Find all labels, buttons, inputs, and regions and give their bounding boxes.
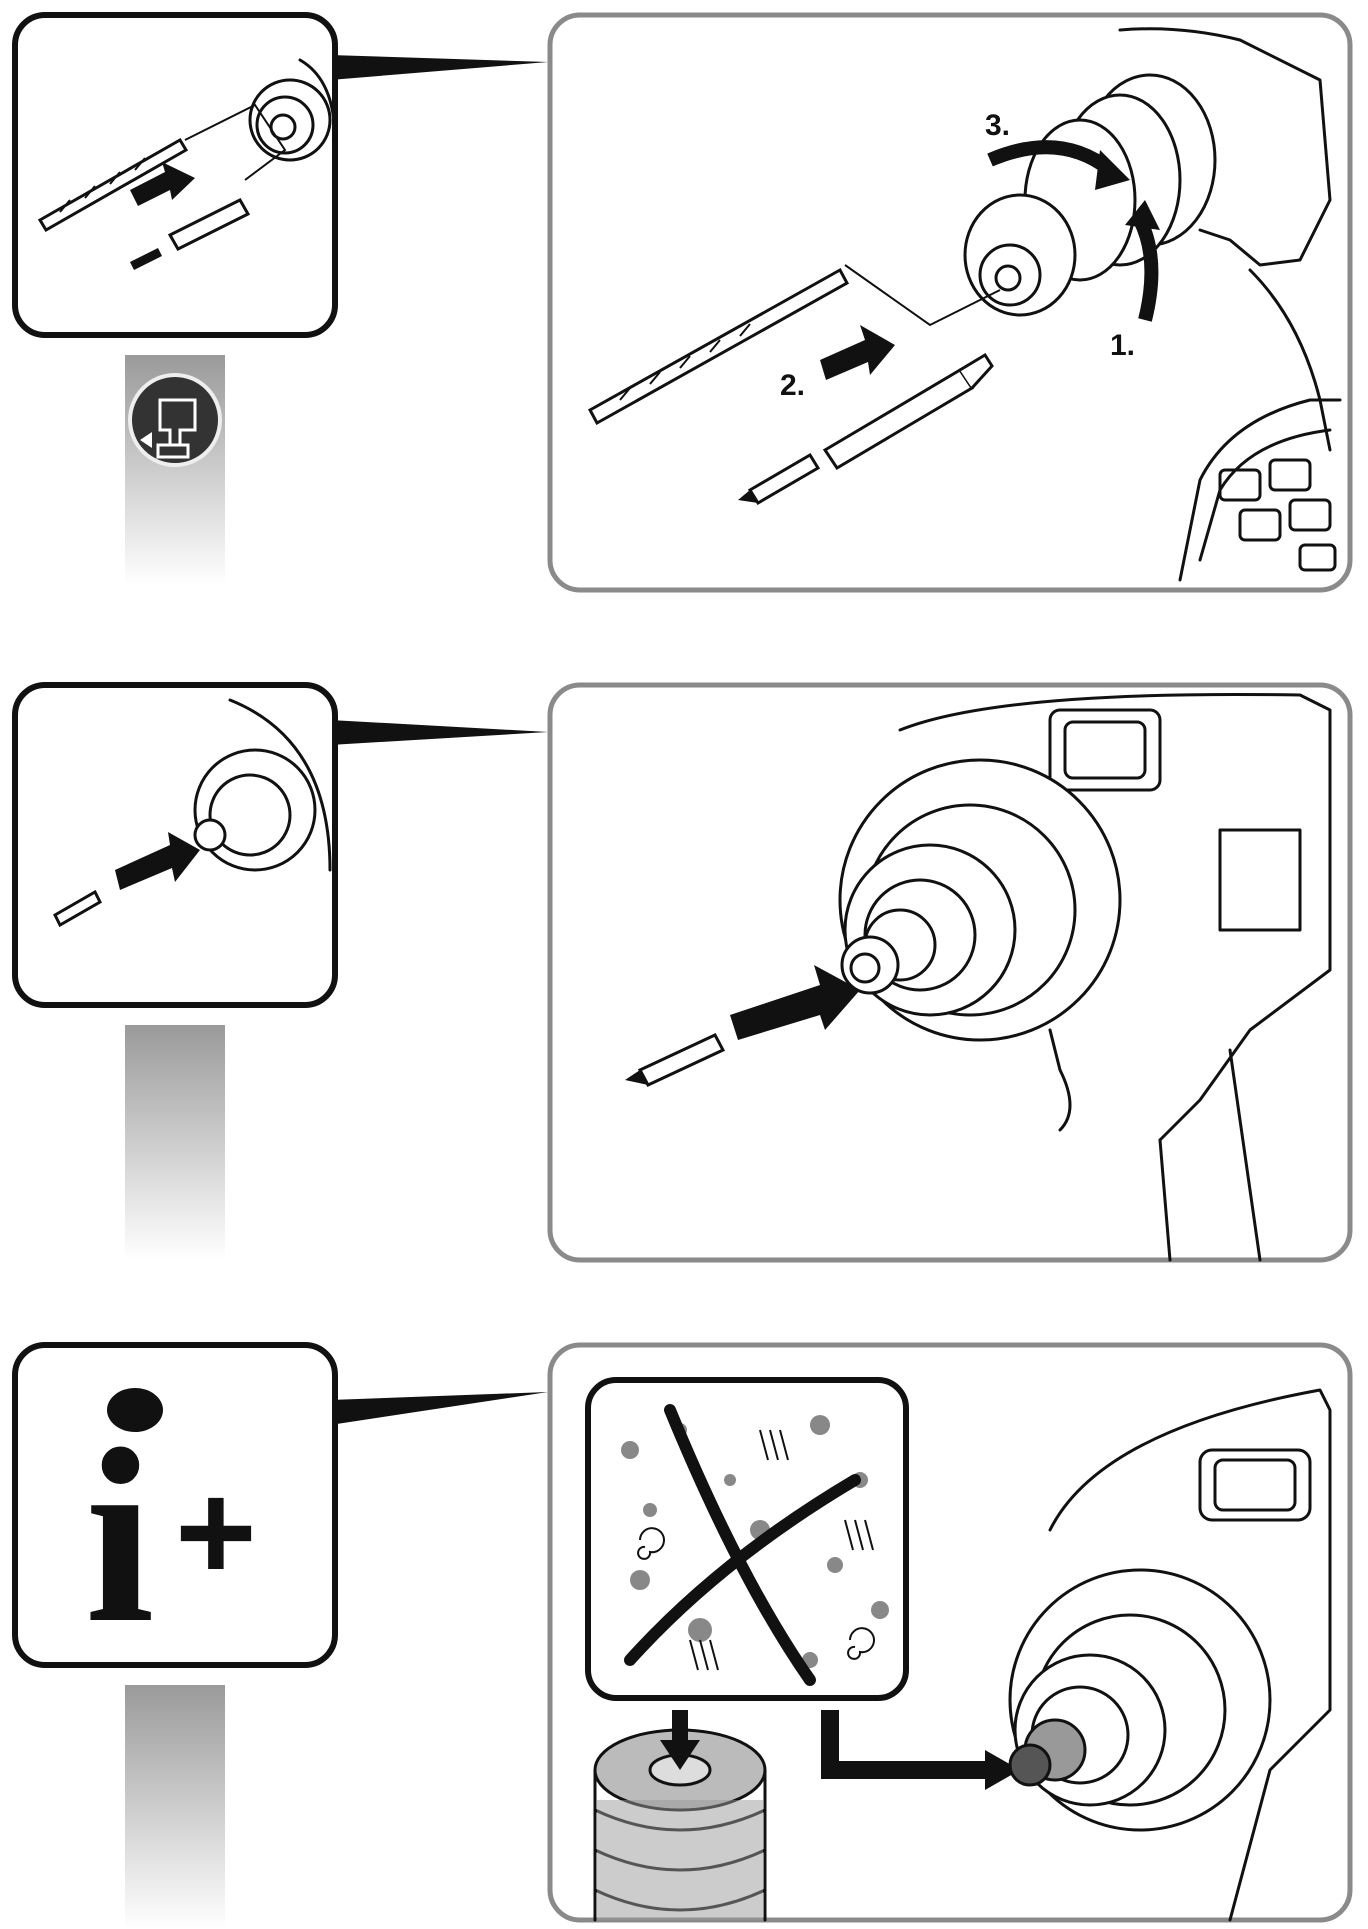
drill-body-outline xyxy=(1118,27,1342,582)
detail-frame xyxy=(547,12,1353,593)
panel-row-2 xyxy=(0,670,1368,1270)
down-arrow xyxy=(660,1710,700,1770)
battery-remove-icon xyxy=(128,373,222,467)
step-label-1: 1. xyxy=(1110,329,1135,362)
row-1-illustration: 3. 1. 2. xyxy=(12,12,1353,593)
thumbnail-bit-holder-icon xyxy=(130,198,251,270)
thumbnail-drill-bit-icon xyxy=(37,137,189,233)
section-bar xyxy=(125,1025,225,1260)
thumbnail-screwdriver-bit-icon xyxy=(53,889,102,928)
thumbnail-drill-chuck-icon xyxy=(248,58,337,162)
thumbnail-impact-driver-icon xyxy=(193,698,332,872)
thumbnail-insert-arrow xyxy=(130,162,195,206)
callout-wedge xyxy=(330,55,548,80)
drill-bit-icon xyxy=(587,267,850,426)
transfer-arrow xyxy=(821,1710,990,1779)
impact-driver-body-outline xyxy=(1048,1388,1332,1922)
insert-arrow xyxy=(820,325,895,380)
row-3-illustration: i + xyxy=(12,1342,1353,1929)
section-bar xyxy=(125,1685,225,1929)
screwdriver-bit-icon xyxy=(625,1033,726,1087)
info-letter: i xyxy=(85,1398,154,1675)
row-2-illustration xyxy=(12,682,1353,1263)
thumbnail-insert-arrow xyxy=(115,832,200,890)
debris-crossed-icon xyxy=(621,1404,889,1686)
impact-driver-body-outline xyxy=(898,692,1332,1262)
step-label-2: 2. xyxy=(780,369,805,402)
panel-row-3: i + xyxy=(0,1330,1368,1929)
impact-driver-collar xyxy=(1008,1568,1272,1832)
rotation-arrow-open xyxy=(1133,216,1159,322)
info-plus-icon: i + xyxy=(85,1388,257,1675)
info-plus-symbol: + xyxy=(175,1453,257,1610)
panel-row-1: 3. 1. 2. xyxy=(0,0,1368,600)
callout-wedge xyxy=(330,720,548,745)
insert-arrow xyxy=(730,965,860,1040)
step-label-3: 3. xyxy=(985,109,1010,142)
impact-driver-collar xyxy=(838,758,1122,1042)
screwdriver-bit-icon xyxy=(738,452,821,506)
info-frame xyxy=(12,1342,338,1668)
callout-wedge xyxy=(330,1392,548,1425)
bit-holder-icon xyxy=(822,352,994,471)
